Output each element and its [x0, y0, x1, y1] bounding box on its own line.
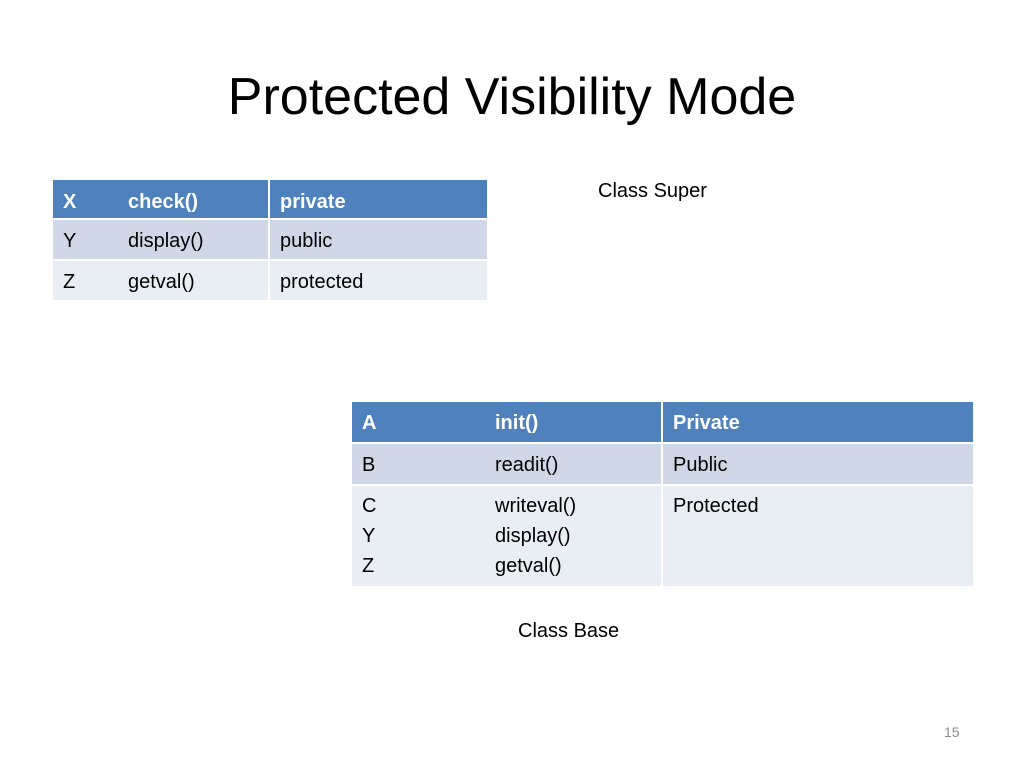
access-cell: Private [661, 400, 975, 444]
class-super-table: X check() private Y display() public Z g… [51, 178, 489, 302]
member-cell: Y display() [51, 218, 270, 261]
class-base-caption: Class Base [518, 620, 620, 642]
table-header-row: X check() private [51, 178, 489, 220]
access-cell: private [268, 178, 489, 220]
access-cell: Protected [661, 484, 975, 588]
member-name: Z [362, 555, 375, 577]
table-row: C writeval() Y display() Z getval() Prot… [350, 484, 975, 588]
slide-title: Protected Visibility Mode [227, 68, 797, 126]
member-name: C [362, 495, 377, 517]
member-method: check() [128, 191, 199, 213]
member-cell: X check() [51, 178, 270, 220]
class-super-caption: Class Super [598, 180, 707, 202]
member-cell: A init() [350, 400, 663, 444]
class-base-table: A init() Private B readit() Public C wri… [350, 400, 975, 588]
access-cell: Public [661, 442, 975, 486]
access-cell: public [268, 218, 489, 261]
member-name: Y [362, 525, 376, 547]
table-row: B readit() Public [350, 442, 975, 486]
member-cell: Z getval() [51, 259, 270, 302]
member-cell: C writeval() Y display() Z getval() [350, 484, 663, 588]
table-header-row: A init() Private [350, 400, 975, 444]
member-cell: B readit() [350, 442, 663, 486]
access-cell: protected [268, 259, 489, 302]
slide-number: 15 [944, 724, 960, 740]
table-row: Y display() public [51, 218, 489, 261]
table-row: Z getval() protected [51, 259, 489, 302]
member-name: Z [63, 271, 76, 293]
member-name: Y [63, 230, 77, 252]
member-name: B [362, 454, 376, 476]
member-method: display() [128, 230, 204, 252]
member-method: display() [495, 525, 571, 547]
member-name: X [63, 191, 77, 213]
member-method: getval() [495, 555, 562, 577]
member-method: writeval() [495, 495, 577, 517]
member-name: A [362, 412, 377, 434]
member-method: readit() [495, 454, 559, 476]
member-method: init() [495, 412, 539, 434]
member-method: getval() [128, 271, 195, 293]
